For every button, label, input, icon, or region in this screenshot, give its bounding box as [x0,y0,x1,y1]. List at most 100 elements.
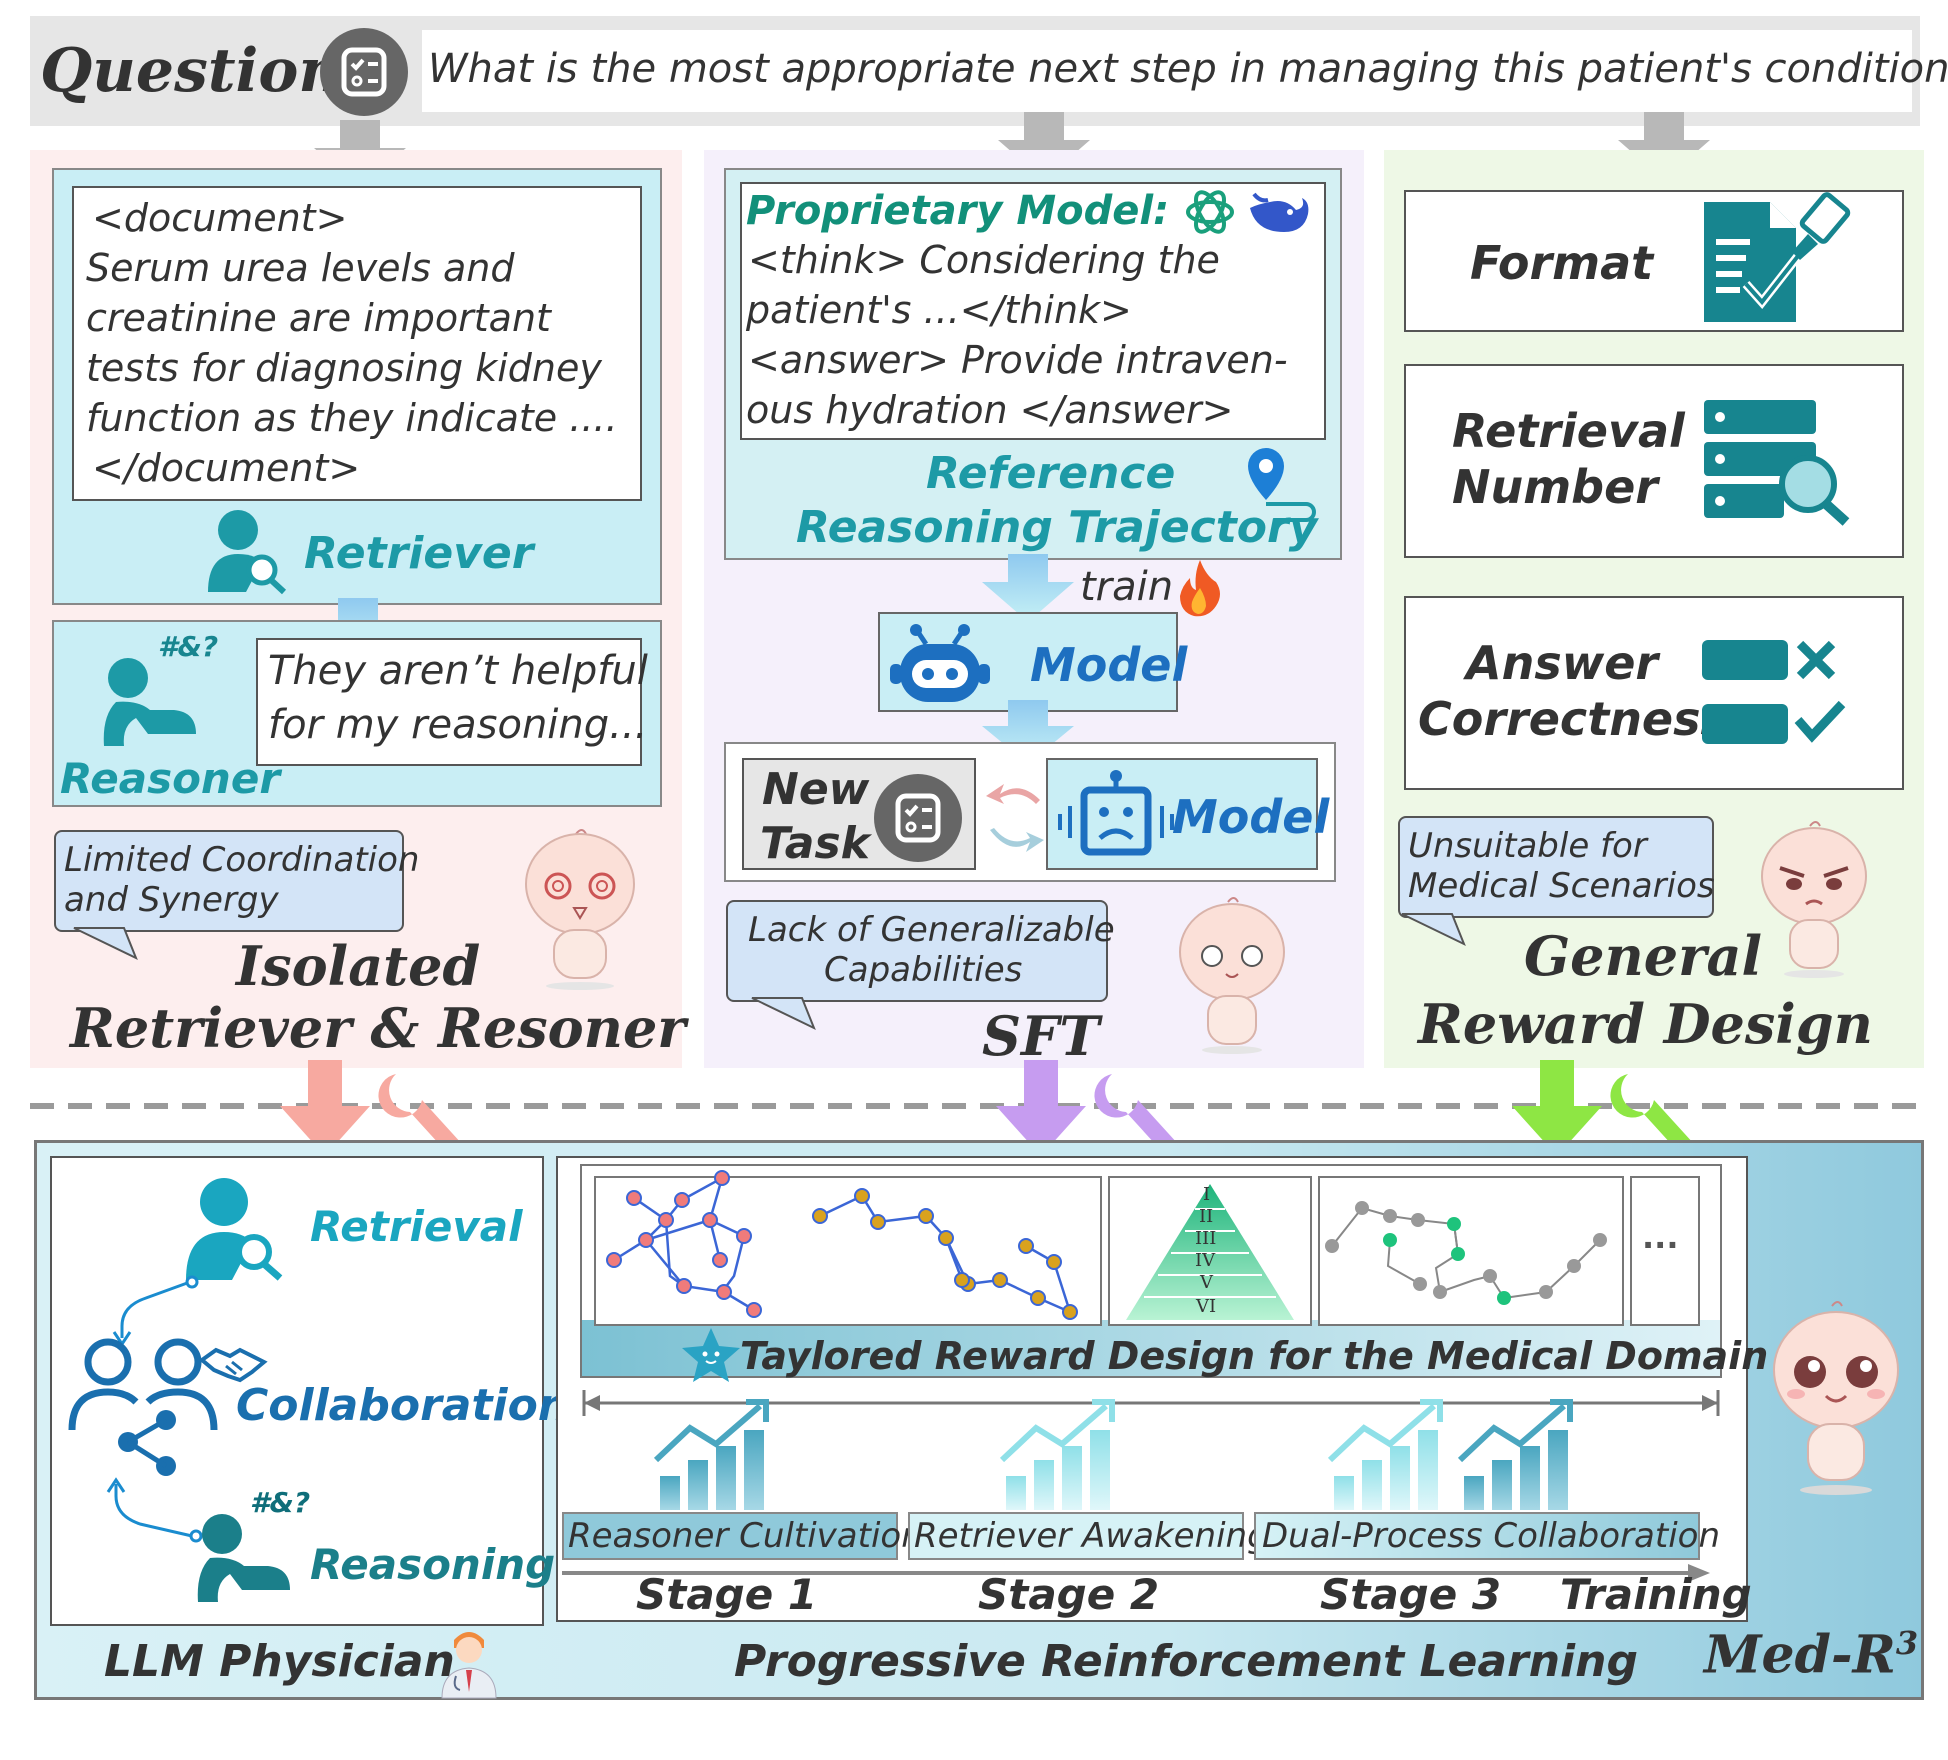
retriever-label: Retriever [304,528,534,579]
doctor-avatar-icon [438,1626,500,1702]
route-pin-icon [1244,444,1318,526]
timeline-arrow [562,1564,1710,1582]
stage1-box [562,1512,898,1560]
pyramid-level-5: V [1200,1272,1213,1293]
proprietary-box [740,182,1326,440]
train-label: train [1080,564,1174,610]
proprietary-line-3: <answer> Provide intraven- [748,338,1288,382]
reasoning-person-icon [190,1512,294,1608]
document-line-2: Serum urea levels and [86,246,515,290]
retriever-person-icon [206,508,288,596]
confused-baby-character [1172,896,1292,1060]
tailored-label: Taylored Reward Design for the Medical D… [740,1334,1769,1378]
document-line-3: creatinine are important [86,296,551,340]
proprietary-line-2: patient's ...</think> [746,288,1132,332]
speech-3-line-2: Medical Scenarios [1408,866,1715,906]
isolated-title-line-2: Retriever & Resoner [70,996,686,1060]
graph-2 [1325,1201,1607,1305]
stage3-label: Stage 3 [1320,1570,1502,1619]
speech-tail-2 [751,997,816,1031]
document-box [72,186,642,501]
reasoner-bubble-line-1: They aren’t helpful [268,648,648,694]
collaboration-label: Collaboration [236,1380,570,1431]
tailored-band-fill [582,1320,1720,1376]
medr3-base: Med-R [1704,1624,1896,1686]
question-text: What is the most appropriate next step i… [428,46,1948,92]
speech-2-line-2: Capabilities [824,950,1023,990]
medr3-sup: 3 [1895,1624,1919,1662]
purple-arrow-wrench [996,1060,1178,1156]
format-document-brush-icon [1700,192,1851,330]
document-line-4: tests for diagnosing kidney [86,346,602,390]
robot-sad-icon [1054,768,1178,864]
stage2-box [908,1512,1244,1560]
proprietary-line-4: ous hydration </answer> [746,388,1234,432]
growth-chart-icon-stage1 [653,1399,769,1510]
speech-tail-3 [1401,913,1466,947]
fire-icon [1176,558,1224,622]
retrieval-line-1: Retrieval [1452,404,1685,458]
prl-caption: Progressive Reinforcement Learning [734,1636,1638,1687]
question-label: Question [40,36,342,106]
openai-logo-icon [1184,186,1236,242]
reasoner-person-icon [96,656,200,750]
correct-wrong-icon [1698,636,1848,752]
question-text-box [422,30,1912,112]
reasoner-bubble [256,638,642,766]
speech-unsuitable [1398,816,1714,918]
document-line-1: <document> [92,196,348,240]
pyramid-graphic [1126,1184,1294,1320]
speech-limited-coordination [54,830,404,932]
retrieval-person-icon [184,1176,284,1284]
deepseek-whale-icon [1246,188,1312,240]
speech-lack-generalizable [726,900,1108,1002]
proprietary-label: Proprietary Model: [746,188,1170,234]
robot-happy-icon [888,620,992,710]
physician-box [50,1156,544,1626]
sft-title: SFT [982,1004,1100,1068]
down-arrow-2 [998,112,1090,180]
answer-correctness-box [1404,596,1904,790]
handshake-icon [198,1340,268,1390]
reasoning-tag: #&? [250,1486,311,1519]
isolated-title-line-1: Isolated [236,934,481,998]
reasoner-bubble-line-2: for my reasoning... [268,702,648,748]
stage2-name: Retriever Awakening [914,1516,1269,1556]
growth-chart-icon-stage3a [1327,1399,1443,1510]
double-arrow-line [582,1390,1720,1416]
server-search-icon [1700,396,1852,530]
trajectory-line-2: Reasoning Trajectory [796,502,1318,553]
graph-1 [606,1170,1078,1320]
happy-baby-character [1766,1300,1906,1504]
medr3-logo: Med-R3 [1704,1624,1918,1685]
format-box [1404,190,1904,332]
new-task-line-1: New [762,764,870,815]
reasoning-connector [106,1477,203,1543]
new-task-checklist-icon [872,772,964,868]
answer-line-2: Correctness [1418,692,1728,746]
star-mascot-icon [680,1326,742,1388]
stage3-name: Dual-Process Collaboration [1262,1516,1721,1556]
pyramid-level-4: IV [1195,1250,1216,1271]
reasoning-label: Reasoning [310,1540,556,1589]
ellipsis-panel [1630,1176,1700,1326]
graph-panel-2 [1318,1176,1624,1326]
new-task-line-2: Task [760,818,870,869]
dizzy-baby-character [520,826,640,994]
reward-title-line-1: General [1524,924,1763,988]
pyramid-level-2: II [1199,1206,1214,1227]
stage1-label: Stage 1 [636,1570,818,1619]
llm-physician-caption: LLM Physician [104,1636,455,1687]
stage1-name: Reasoner Cultivation [568,1516,923,1556]
retrieval-label: Retrieval [310,1202,523,1251]
model-label: Model [1030,638,1188,692]
pink-arrow-wrench [280,1060,462,1156]
question-checklist-icon [318,26,410,122]
model-sad-label: Model [1172,790,1330,844]
growth-chart-icon-stage2 [999,1399,1115,1510]
reward-title-line-2: Reward Design [1418,992,1873,1056]
stage2-label: Stage 2 [978,1570,1160,1619]
format-label: Format [1470,236,1654,290]
pyramid-level-1: I [1203,1184,1211,1205]
train-down-arrow [982,554,1074,622]
